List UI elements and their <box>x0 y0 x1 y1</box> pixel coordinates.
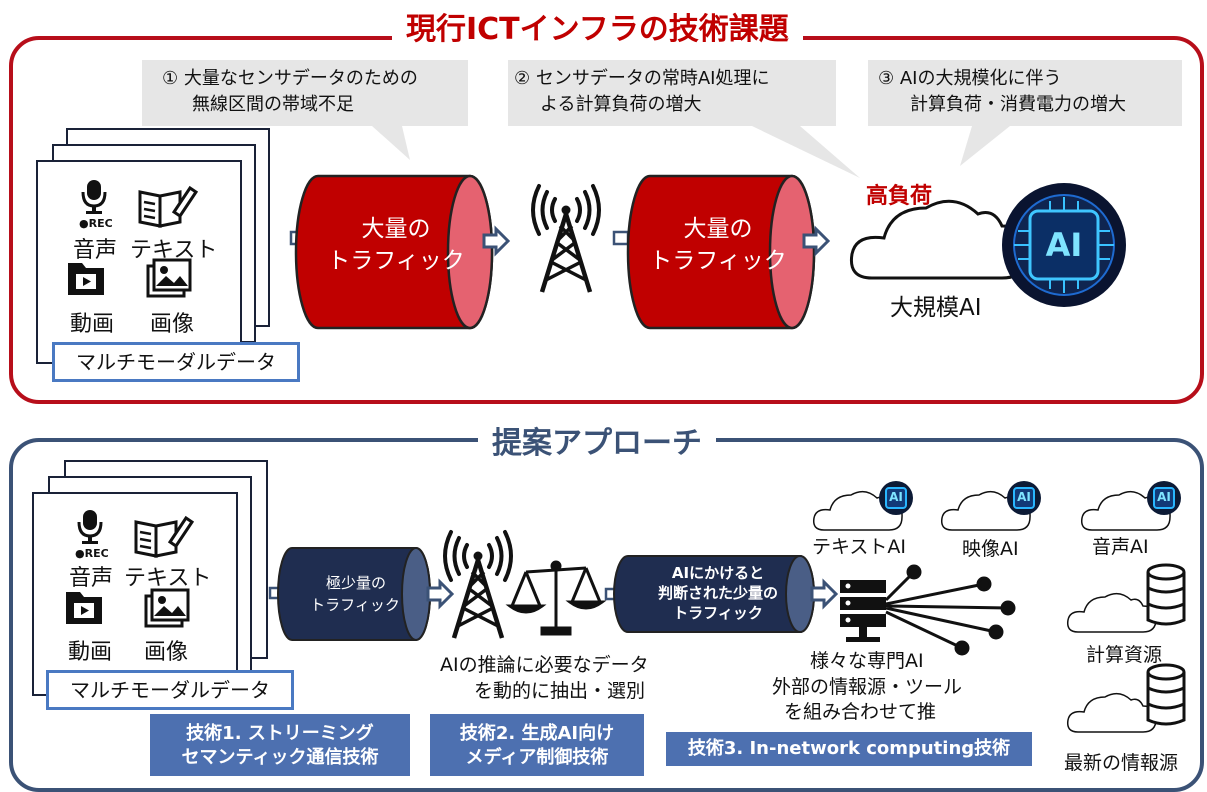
specialist-line2: 外部の情報源・ツール <box>772 676 963 698</box>
text-label: テキスト <box>130 238 218 263</box>
small-traffic-line1: 極少量の <box>325 574 386 592</box>
traffic-1-line1: 大量の <box>361 216 431 242</box>
text-label-2: テキスト <box>124 566 212 591</box>
selected-traffic-line3: トラフィック <box>673 604 763 622</box>
database-icon-2 <box>1146 663 1186 726</box>
specialist-line1: 様々な専門AI <box>810 650 924 672</box>
ai-badge-label-3: AI <box>1157 490 1171 504</box>
video-ai-label: 映像AI <box>962 538 1019 560</box>
selected-traffic-line1: AIにかけると <box>671 564 765 582</box>
traffic-2-line2: トラフィック <box>649 248 787 274</box>
compute-label: 計算資源 <box>1086 644 1163 666</box>
tech-1-box: 技術1. ストリーミング セマンティック通信技術 <box>150 714 410 776</box>
video-label: 動画 <box>70 312 115 337</box>
specialist-line3: を組み合わせて推 <box>784 701 937 723</box>
rec-label: ●REC <box>79 217 113 230</box>
tech-2-line1: 技術2. 生成AI向け <box>459 723 615 744</box>
audio-label-2: 音声 <box>69 566 114 591</box>
multimodal-data-box: マルチモーダルデータ <box>52 342 300 382</box>
database-icon-1 <box>1146 563 1186 626</box>
audio-label: 音声 <box>73 238 118 263</box>
extract-line1: AIの推論に必要なデータ <box>440 654 649 676</box>
large-ai-label: 大規模AI <box>890 295 982 321</box>
issue-bubble-3 <box>868 60 1182 166</box>
extract-line2: を動的に抽出・選別 <box>474 680 646 702</box>
high-load-label: 高負荷 <box>866 184 933 209</box>
network-links-icon <box>884 564 1016 656</box>
issue-bubble-2 <box>508 60 860 178</box>
ai-badge-label-2: AI <box>1017 490 1031 504</box>
compute-cloud-icon <box>1066 592 1157 633</box>
tech-1-line1: 技術1. ストリーミング <box>186 723 374 744</box>
traffic-1-line2: トラフィック <box>327 248 465 274</box>
ai-badge-label-1: AI <box>889 490 903 504</box>
issues-title: 現行ICTインフラの技術課題 <box>392 4 803 48</box>
rec-label-2: ●REC <box>75 547 109 560</box>
approach-title: 提案アプローチ <box>478 418 716 462</box>
issue-3-line2: 計算負荷・消費電力の増大 <box>910 94 1126 115</box>
traffic-2-line1: 大量の <box>683 216 753 242</box>
server-icon <box>840 580 886 642</box>
multimodal-data-box-2: マルチモーダルデータ <box>46 670 294 710</box>
text-ai-label: テキストAI <box>812 536 907 558</box>
issue-2-line1: ② センサデータの常時AI処理に <box>514 68 770 89</box>
image-label-2: 画像 <box>144 640 189 665</box>
tech-2-box: 技術2. 生成AI向け メディア制御技術 <box>430 714 644 776</box>
tech-3-box: 技術3. In-network computing技術 <box>666 732 1032 766</box>
balance-scale-icon <box>505 560 607 636</box>
tech-1-line2: セマンティック通信技術 <box>181 747 379 768</box>
issue-2-line2: よる計算負荷の増大 <box>540 94 702 115</box>
issue-1-line1: ① 大量なセンサデータのための <box>162 68 418 89</box>
info-cloud-icon <box>1066 692 1157 733</box>
video-label-2: 動画 <box>68 640 113 665</box>
ai-chip-label: AI <box>1045 226 1083 264</box>
info-source-label: 最新の情報源 <box>1064 752 1179 774</box>
top-traffic-flow <box>289 174 1126 330</box>
audio-ai-label: 音声AI <box>1092 536 1149 558</box>
issue-1-line2: 無線区間の帯域不足 <box>192 94 354 115</box>
issue-3-line1: ③ AIの大規模化に伴う <box>878 68 1062 89</box>
issue-bubble-1 <box>142 60 468 160</box>
image-label: 画像 <box>150 312 195 337</box>
radio-tower-icon-2 <box>445 532 511 638</box>
tech-2-line2: メディア制御技術 <box>465 747 609 768</box>
small-traffic-line2: トラフィック <box>310 596 400 614</box>
issue-bubbles <box>142 60 1182 178</box>
selected-traffic-line2: 判断された少量の <box>657 584 778 602</box>
